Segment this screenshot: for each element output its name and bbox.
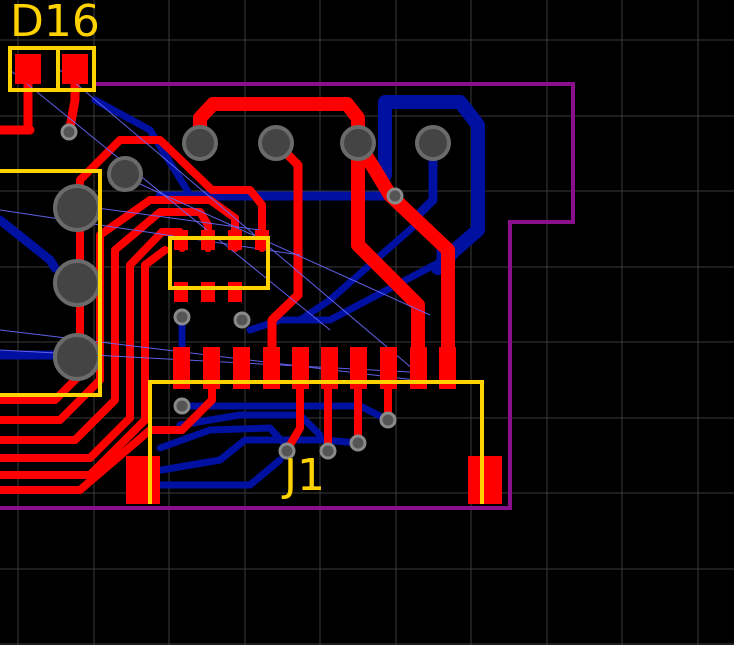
- th-pad[interactable]: [53, 333, 101, 381]
- top-trace: [0, 361, 216, 494]
- silkscreen-layer: [0, 46, 484, 504]
- ic-pad[interactable]: [228, 282, 242, 302]
- vias: [60, 123, 404, 460]
- j1-pad[interactable]: [380, 347, 397, 389]
- th-pad[interactable]: [258, 125, 294, 161]
- ic-pad[interactable]: [201, 282, 215, 302]
- j1-pad[interactable]: [233, 347, 250, 389]
- j1-designator: J1: [281, 450, 325, 501]
- through-hole-pads: [53, 125, 451, 381]
- via[interactable]: [386, 187, 404, 205]
- j1-mount-pad-left[interactable]: [126, 456, 160, 504]
- j1-pad[interactable]: [263, 347, 280, 389]
- board-outline: [0, 82, 575, 510]
- top-trace: [0, 246, 169, 479]
- th-pad[interactable]: [107, 156, 143, 192]
- via[interactable]: [233, 311, 251, 329]
- top-trace: [0, 136, 266, 404]
- top-trace: [267, 138, 303, 370]
- th-pad[interactable]: [182, 125, 218, 161]
- ratsnest-line: [0, 209, 301, 256]
- j1-mount-pad-right[interactable]: [468, 456, 502, 504]
- th-pad[interactable]: [340, 125, 376, 161]
- j1-pad[interactable]: [173, 347, 190, 389]
- bottom-trace: [0, 215, 60, 273]
- bottom-trace: [156, 456, 284, 489]
- ratsnest-line: [9, 69, 331, 331]
- th-pad[interactable]: [53, 259, 101, 307]
- bottom-trace: [176, 411, 324, 439]
- via[interactable]: [319, 442, 337, 460]
- j1-pad[interactable]: [439, 347, 456, 389]
- j1-silk-outline: [148, 380, 484, 504]
- via[interactable]: [379, 411, 397, 429]
- j1-pad[interactable]: [410, 347, 427, 389]
- ratsnest-line: [119, 174, 431, 316]
- j1-pad[interactable]: [292, 347, 309, 389]
- via[interactable]: [173, 308, 191, 326]
- left-component-silk: [0, 169, 102, 397]
- ratsnest-line: [59, 69, 421, 376]
- ic-pad[interactable]: [174, 282, 188, 302]
- d16-silk-outline: [8, 46, 96, 92]
- via[interactable]: [173, 397, 191, 415]
- d16-pad-1[interactable]: [15, 54, 41, 84]
- bottom-trace: [413, 138, 438, 220]
- via[interactable]: [60, 123, 78, 141]
- ratsnest-line: [74, 204, 261, 231]
- th-pad[interactable]: [415, 125, 451, 161]
- via[interactable]: [278, 442, 296, 460]
- j1-pad[interactable]: [350, 347, 367, 389]
- bottom-trace: [146, 436, 362, 476]
- ic-silk-outline: [168, 236, 270, 290]
- top-trace: [351, 136, 425, 372]
- j1-pad[interactable]: [321, 347, 338, 389]
- bottom-trace: [91, 96, 194, 199]
- d16-pad-2[interactable]: [62, 54, 88, 84]
- top-trace: [193, 97, 365, 150]
- th-pad[interactable]: [53, 184, 101, 232]
- d16-designator: D16: [10, 0, 100, 47]
- via[interactable]: [349, 434, 367, 452]
- j1-pad[interactable]: [203, 347, 220, 389]
